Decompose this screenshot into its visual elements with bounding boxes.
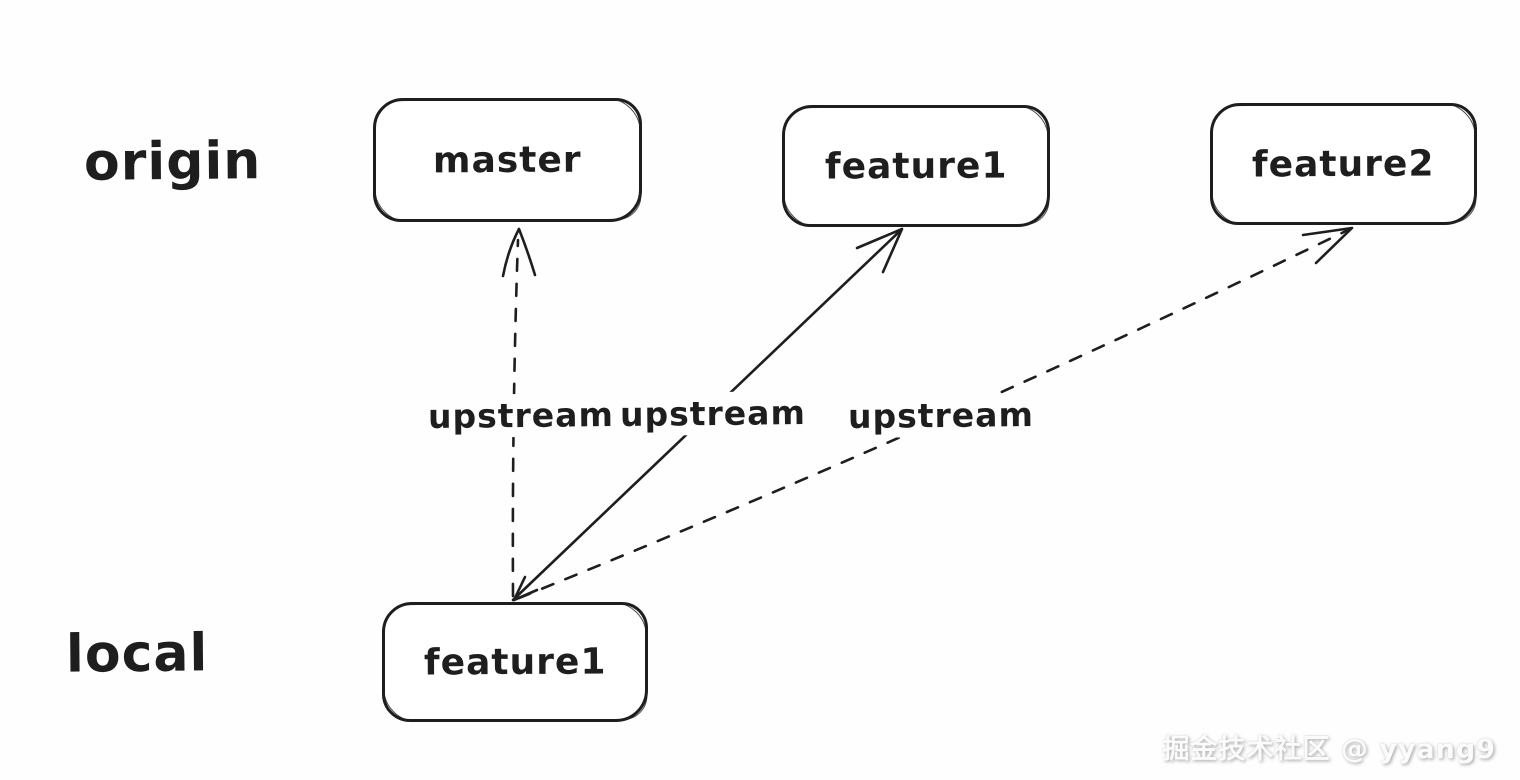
node-local-feature1: feature1 [382, 602, 648, 722]
edge-label-upstream-feature1: upstream [611, 390, 815, 437]
node-origin-master: master [373, 98, 642, 222]
row-label-local: local [65, 623, 209, 685]
watermark: 掘金技术社区 @ yyang9 [1162, 734, 1496, 765]
node-label: feature1 [824, 145, 1008, 187]
node-label: feature2 [1252, 143, 1435, 185]
node-label: master [433, 139, 582, 181]
row-label-origin: origin [83, 131, 262, 193]
node-label: feature1 [423, 641, 607, 683]
node-origin-feature2: feature2 [1210, 103, 1477, 225]
node-origin-feature1: feature1 [782, 105, 1050, 227]
edge-label-upstream-master: upstream [419, 392, 623, 439]
edge-label-upstream-feature2: upstream [839, 392, 1043, 439]
